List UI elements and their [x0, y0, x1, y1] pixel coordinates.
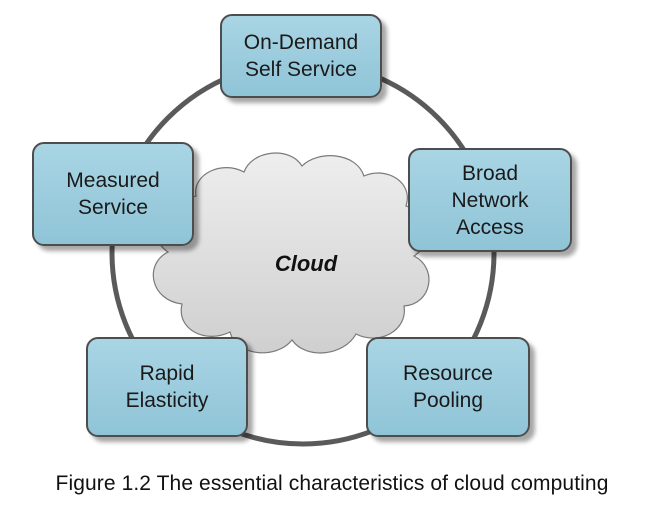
- box-label-line: Access: [456, 215, 524, 239]
- box-label-line: Resource: [403, 362, 493, 385]
- characteristic-on-demand-self-service: On-Demand Self Service: [220, 14, 382, 98]
- cloud-characteristics-diagram: On-Demand Self Service Broad Network Acc…: [32, 14, 572, 447]
- box-label-line: Pooling: [412, 389, 484, 412]
- box-label-line: Measured: [66, 169, 160, 192]
- box-label-line: Service: [77, 196, 149, 219]
- box-label-line: Broad: [461, 161, 519, 185]
- box-label-line: Network: [451, 188, 529, 212]
- box-label-line: Elasticity: [125, 389, 209, 412]
- characteristic-broad-network-access: Broad Network Access: [408, 148, 572, 252]
- characteristic-rapid-elasticity: Rapid Elasticity: [86, 337, 248, 437]
- characteristic-resource-pooling: Resource Pooling: [366, 337, 530, 437]
- figure-caption: Figure 1.2 The essential characteristics…: [55, 472, 609, 495]
- characteristic-measured-service: Measured Service: [32, 142, 194, 246]
- box-label-line: Self Service: [244, 58, 358, 81]
- cloud-label: Cloud: [274, 251, 338, 276]
- cloud-shape: [152, 152, 430, 354]
- box-label-line: On-Demand: [243, 31, 359, 54]
- box-label-line: Rapid: [139, 362, 195, 385]
